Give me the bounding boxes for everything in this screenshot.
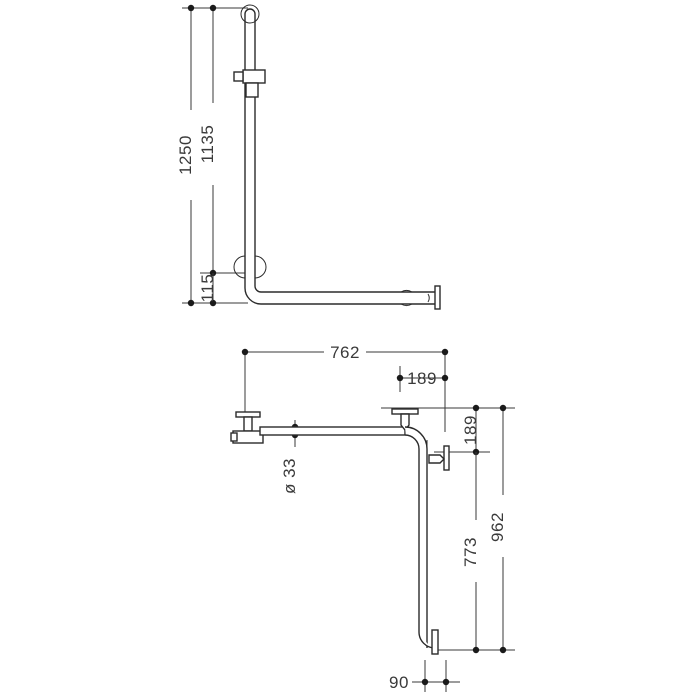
dimension-diameter-33-label: ø 33 — [280, 458, 299, 494]
dimension-1135-label: 1135 — [198, 125, 217, 164]
dimension-773: 773 — [461, 452, 485, 654]
dimension-90: 90 — [389, 673, 460, 692]
corner-radius-inner — [404, 434, 420, 632]
horizontal-tube — [259, 426, 406, 436]
plan-top-view: 762 189 189 773 — [230, 343, 515, 692]
dimension-762-label: 762 — [330, 343, 360, 362]
wall-flange-right — [427, 285, 441, 310]
dimension-115: 115 — [198, 273, 217, 307]
dimension-189-right-label: 189 — [461, 415, 480, 445]
dimension-115-label: 115 — [198, 274, 217, 303]
dimension-189-right: 189 — [461, 404, 480, 456]
shower-head-holder — [233, 69, 266, 98]
rail-top-cap — [240, 4, 260, 24]
wall-flange-mid — [233, 255, 267, 279]
wall-bracket-left — [230, 411, 264, 444]
dimension-90-label: 90 — [389, 673, 409, 692]
top-flange — [391, 408, 419, 432]
dimension-1135: 1135 — [198, 4, 222, 277]
dimension-189-top-label: 189 — [407, 369, 437, 388]
dimension-762: 762 — [241, 343, 449, 362]
side-flange — [426, 440, 450, 471]
dimension-962-label: 962 — [488, 512, 507, 542]
wall-flange-horizontal — [400, 290, 413, 306]
bottom-flange — [431, 629, 439, 655]
corner-bend-inner — [254, 272, 435, 293]
dimension-1250: 1250 — [176, 4, 200, 307]
dimension-189-top: 189 — [396, 369, 449, 388]
plan-view-product — [230, 408, 450, 655]
dimension-773-label: 773 — [461, 537, 480, 567]
front-elevation-view: 1250 1135 115 — [176, 4, 441, 310]
dimension-962: 962 — [488, 404, 512, 654]
dimension-1250-label: 1250 — [176, 135, 195, 175]
front-view-product — [233, 4, 441, 310]
